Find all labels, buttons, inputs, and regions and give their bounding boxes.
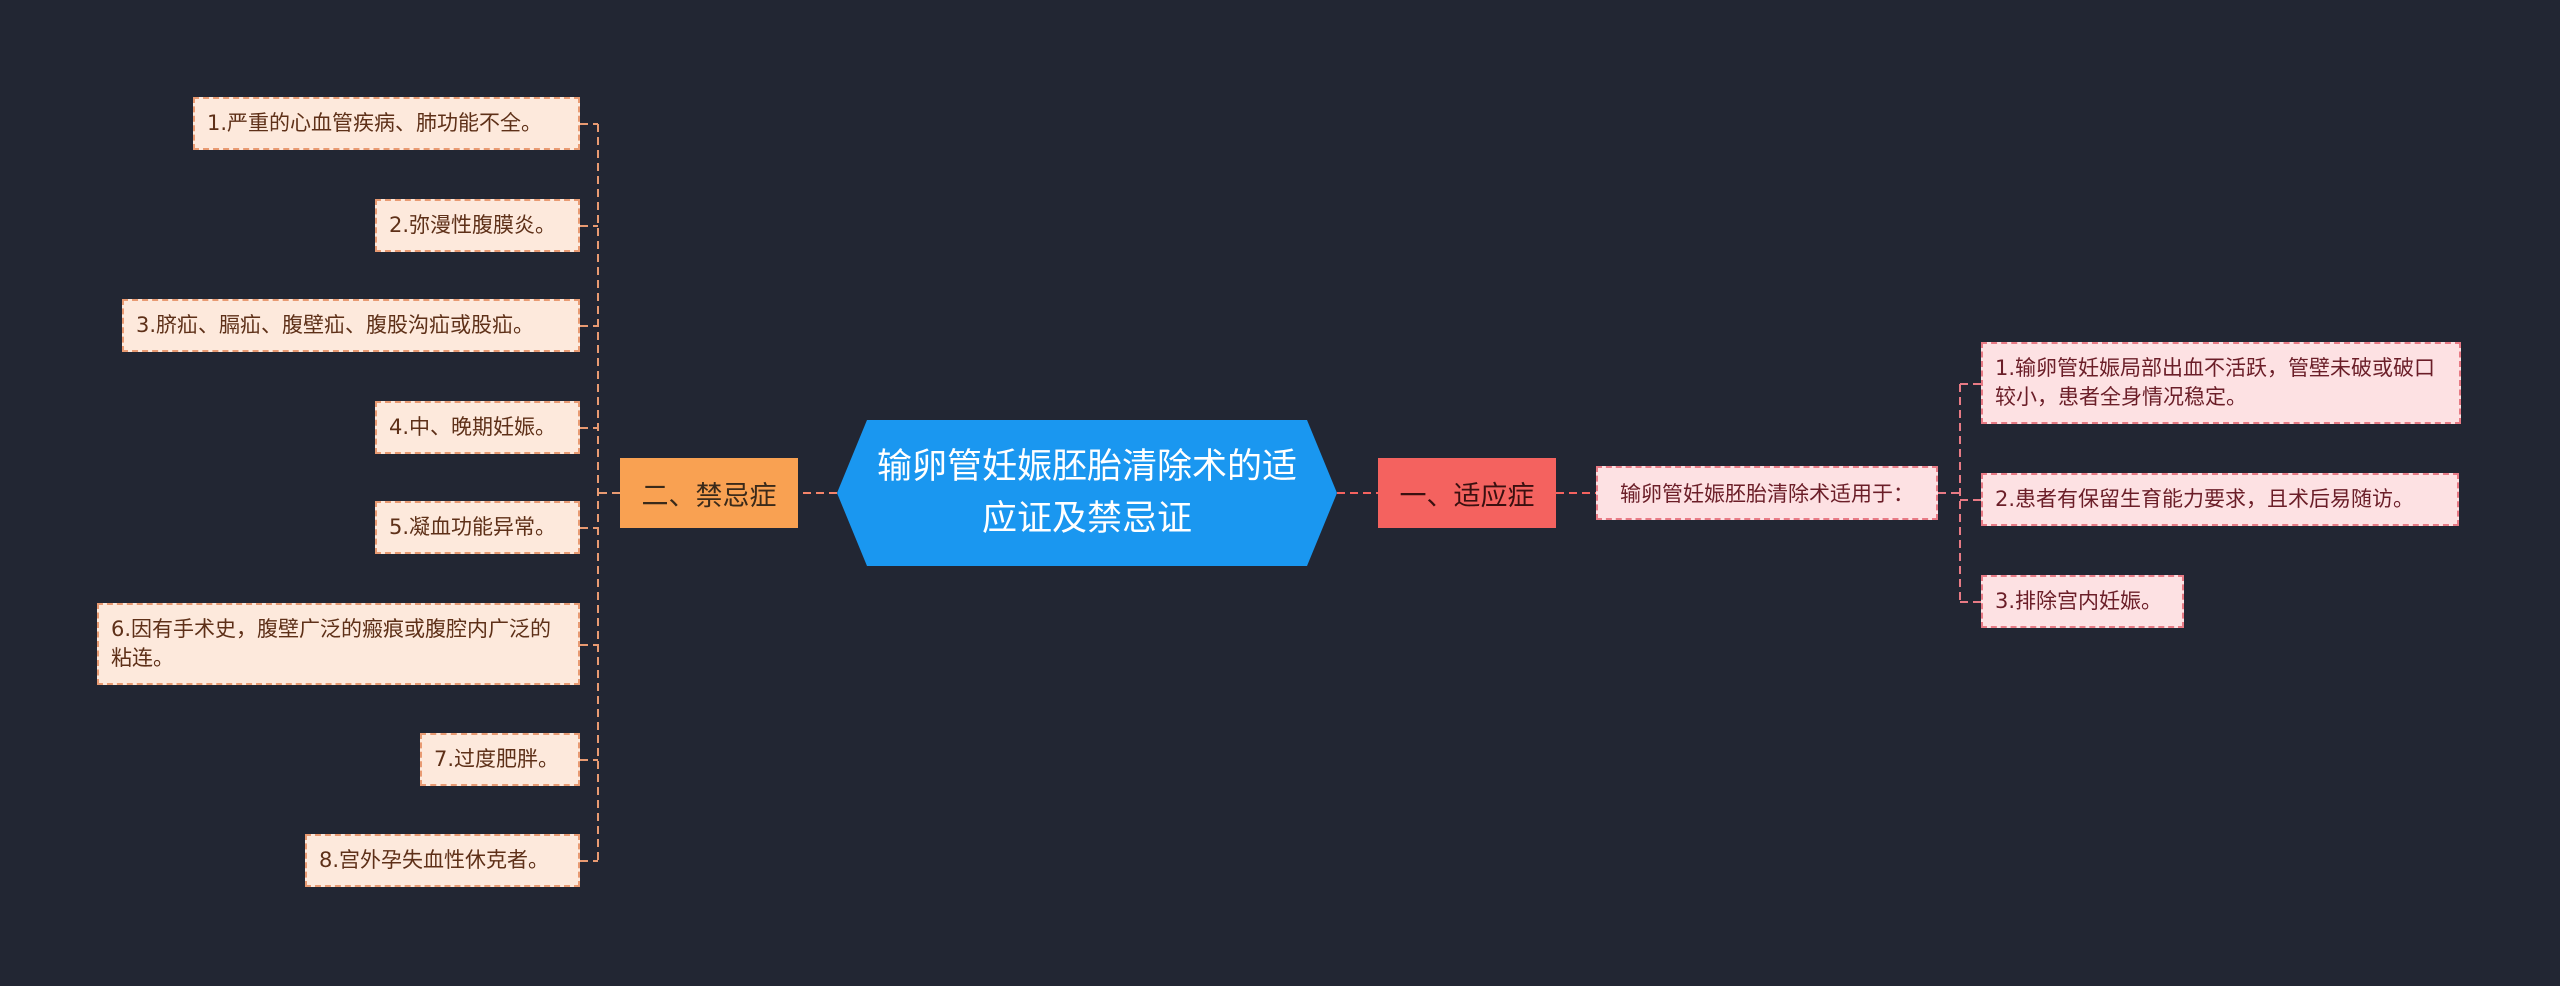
branch-contraindications[interactable]: 二、禁忌症 [620,458,798,528]
root-title: 输卵管妊娠胚胎清除术的适应证及禁忌证 [877,447,1298,539]
contraindication-item[interactable]: 3.脐疝、膈疝、腹壁疝、腹股沟疝或股疝。 [122,299,580,352]
contraindication-item[interactable]: 6.因有手术史，腹壁广泛的瘢痕或腹腔内广泛的粘连。 [97,603,580,685]
contraindication-item[interactable]: 5.凝血功能异常。 [375,501,580,554]
contraindication-item[interactable]: 1.严重的心血管疾病、肺功能不全。 [193,97,580,150]
branch-indications[interactable]: 一、适应症 [1378,458,1556,528]
branch-label: 一、适应症 [1399,480,1535,512]
item-text: 2.弥漫性腹膜炎。 [389,213,557,237]
item-text: 2.患者有保留生育能力要求，且术后易随访。 [1995,487,2415,511]
item-text: 4.中、晚期妊娠。 [389,415,557,439]
contraindication-item[interactable]: 7.过度肥胖。 [420,733,580,786]
indication-item[interactable]: 3.排除宫内妊娠。 [1981,575,2184,628]
item-text: 7.过度肥胖。 [434,747,560,771]
indication-item[interactable]: 1.输卵管妊娠局部出血不活跃，管壁未破或破口较小，患者全身情况稳定。 [1981,342,2461,424]
item-text: 1.输卵管妊娠局部出血不活跃，管壁未破或破口较小，患者全身情况稳定。 [1995,356,2436,409]
contraindication-item[interactable]: 2.弥漫性腹膜炎。 [375,199,580,252]
contraindication-item[interactable]: 8.宫外孕失血性休克者。 [305,834,580,887]
item-text: 6.因有手术史，腹壁广泛的瘢痕或腹腔内广泛的粘连。 [111,617,552,670]
intro-label: 输卵管妊娠胚胎清除术适用于： [1620,482,1914,506]
contraindication-item[interactable]: 4.中、晚期妊娠。 [375,401,580,454]
item-text: 3.脐疝、膈疝、腹壁疝、腹股沟疝或股疝。 [136,313,535,337]
item-text: 5.凝血功能异常。 [389,515,557,539]
item-text: 8.宫外孕失血性休克者。 [319,848,550,872]
item-text: 3.排除宫内妊娠。 [1995,589,2163,613]
root-topic[interactable]: 输卵管妊娠胚胎清除术的适应证及禁忌证 [837,420,1337,566]
indications-intro[interactable]: 输卵管妊娠胚胎清除术适用于： [1596,466,1938,520]
branch-label: 二、禁忌症 [641,480,777,512]
indication-item[interactable]: 2.患者有保留生育能力要求，且术后易随访。 [1981,473,2459,526]
item-text: 1.严重的心血管疾病、肺功能不全。 [207,111,543,135]
